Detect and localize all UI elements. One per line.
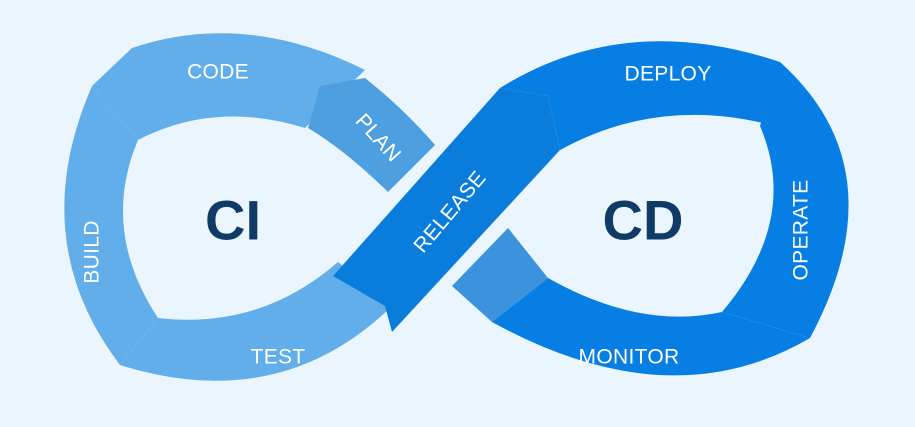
code-segment — [92, 33, 365, 140]
build-label: BUILD — [81, 220, 104, 283]
release-segment — [333, 88, 560, 332]
build-segment — [64, 86, 158, 365]
test-segment — [120, 262, 392, 381]
operate-segment — [722, 62, 849, 338]
monitor-label: MONITOR — [579, 346, 680, 369]
cd-label: CD — [603, 189, 684, 252]
plan-segment — [308, 78, 435, 192]
deploy-segment — [500, 41, 780, 150]
code-label: CODE — [187, 61, 249, 84]
ci-label: CI — [205, 189, 261, 252]
monitor-segment — [492, 278, 810, 376]
deploy-label: DEPLOY — [625, 63, 712, 86]
release-connector-segment — [452, 228, 548, 322]
test-label: TEST — [251, 346, 306, 369]
operate-label: OPERATE — [790, 180, 813, 281]
